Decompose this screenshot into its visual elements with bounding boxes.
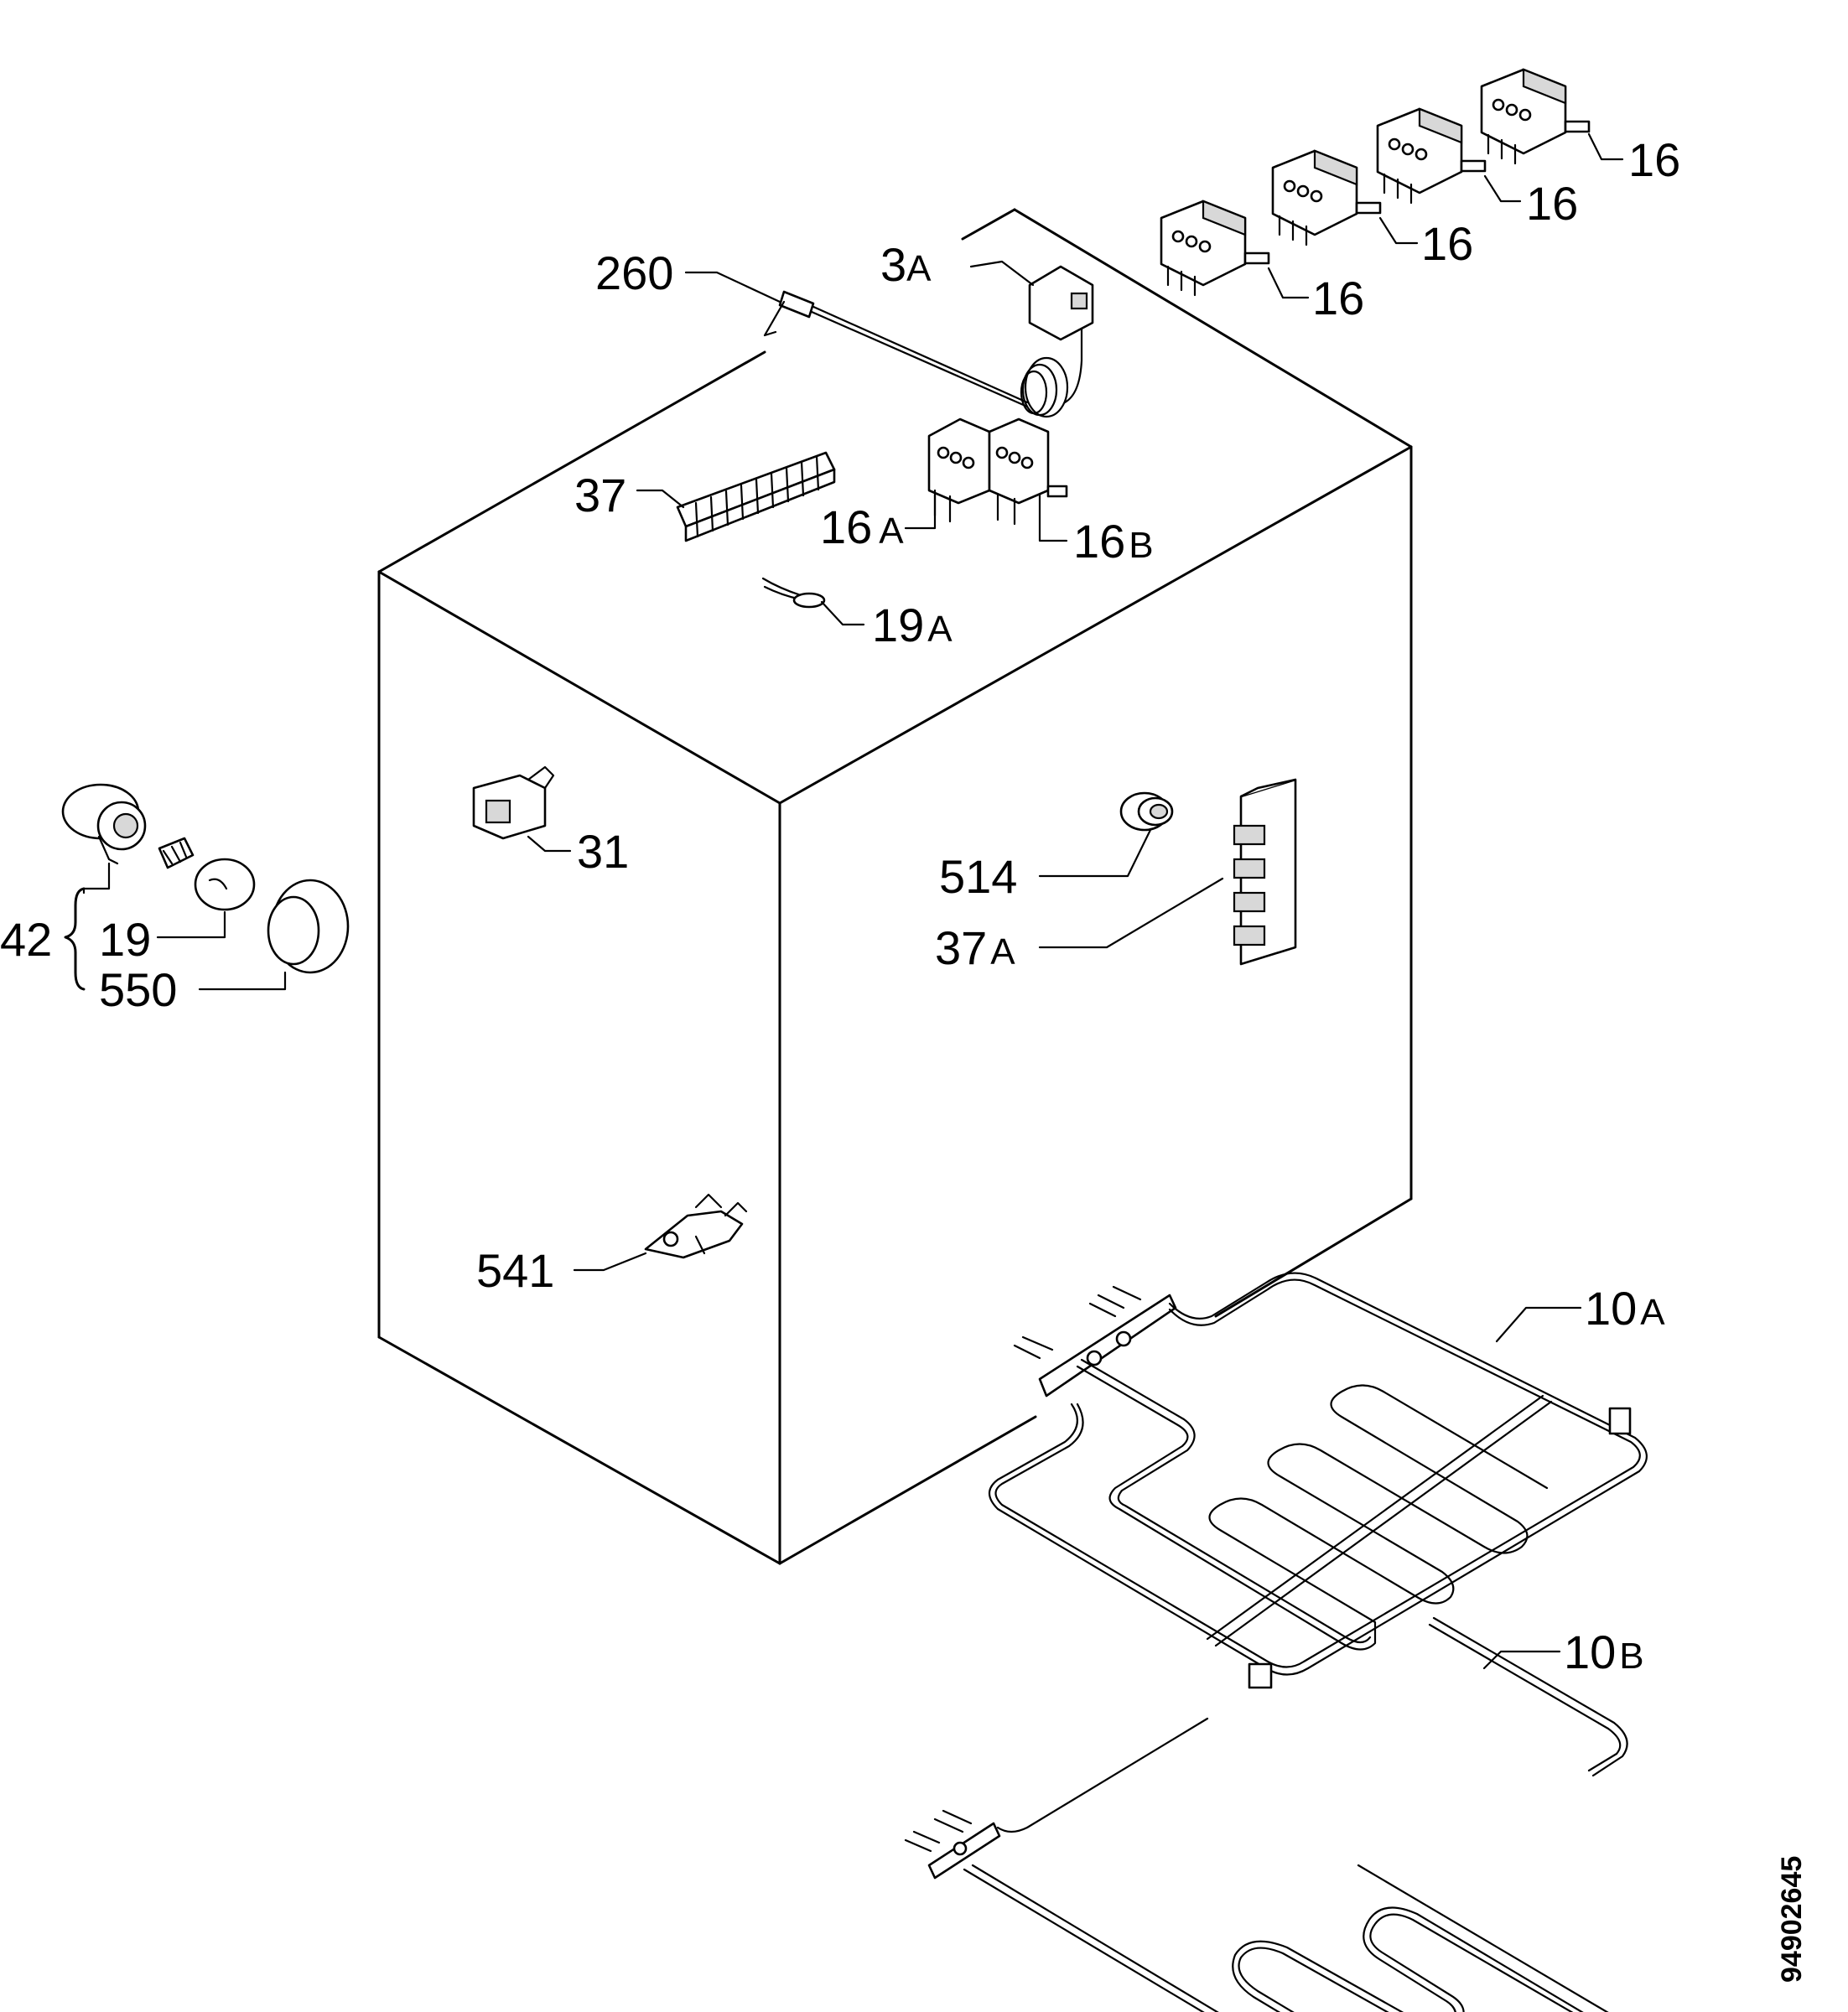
switch-16-4	[1160, 200, 1270, 297]
label-16-4: 16	[1312, 272, 1364, 324]
terminal-block-37	[636, 451, 836, 542]
label-37: 37	[574, 469, 626, 521]
heating-element-10a	[988, 1272, 1648, 1689]
bracket-541	[573, 1193, 748, 1272]
label-3a: 3A	[880, 238, 932, 291]
diagram-code: 94902645	[1776, 1856, 1808, 1983]
switch-16a	[904, 417, 991, 530]
label-16b: 16B	[1073, 515, 1154, 568]
sensor-19a	[761, 577, 865, 626]
label-10a: 10A	[1585, 1282, 1665, 1335]
label-16-1: 16	[1628, 133, 1680, 186]
lamp-holder-31	[472, 765, 572, 853]
label-31: 31	[577, 825, 629, 878]
terminal-block-37a	[1038, 778, 1297, 966]
switch-16-3	[1271, 149, 1382, 246]
label-550: 550	[99, 963, 177, 1016]
switch-16-1	[1480, 68, 1591, 165]
label-514: 514	[939, 850, 1017, 903]
thermostat-3a	[684, 260, 1094, 418]
label-260: 260	[595, 246, 673, 299]
leaders-42	[64, 862, 287, 991]
bulb-19	[158, 837, 256, 911]
label-16-3: 16	[1421, 217, 1473, 270]
lamp-socket-42	[61, 783, 147, 865]
label-37a: 37A	[935, 921, 1015, 974]
label-541: 541	[476, 1244, 554, 1297]
heating-element-10b	[904, 1616, 1628, 2012]
switch-16b	[988, 417, 1068, 542]
label-42: 42	[0, 913, 52, 966]
grommet-514	[1038, 791, 1174, 878]
switch-16-2	[1376, 107, 1487, 205]
label-19: 19	[99, 913, 151, 966]
oven-cabinet	[377, 208, 1413, 1565]
label-10b: 10B	[1564, 1626, 1644, 1678]
lamp-cover-550	[267, 879, 350, 974]
label-16-2: 16	[1526, 177, 1578, 230]
label-19a: 19A	[872, 599, 953, 651]
leaders-16	[1267, 132, 1624, 299]
